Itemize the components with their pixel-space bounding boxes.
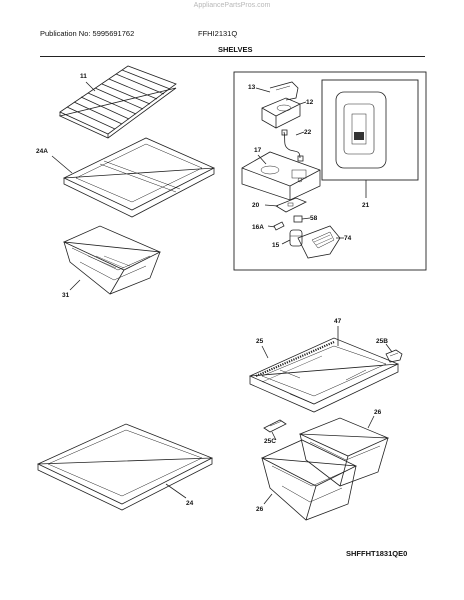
dispenser-base-17[interactable] <box>241 151 321 201</box>
callout-58: 58 <box>310 215 318 222</box>
leader-24a <box>51 155 73 174</box>
shelf-frame-25[interactable] <box>255 340 335 383</box>
callout-20: 20 <box>252 202 260 209</box>
leader-11 <box>85 81 96 92</box>
callout-47: 47 <box>334 318 342 325</box>
diagram-code: SHFFHT1831QE0 <box>346 549 408 558</box>
header-rule <box>40 56 425 57</box>
callout-26-left: 26 <box>256 506 264 513</box>
leader-17 <box>257 154 267 165</box>
leader-12 <box>299 101 307 105</box>
slide-25c[interactable] <box>263 419 287 433</box>
callout-31: 31 <box>62 292 70 299</box>
callout-22: 22 <box>304 129 312 136</box>
leader-58 <box>301 217 311 220</box>
part-58[interactable] <box>293 215 303 223</box>
leader-13 <box>255 87 271 93</box>
leader-25c <box>271 431 277 441</box>
callout-25: 25 <box>256 338 264 345</box>
callout-24a: 24A <box>36 148 48 155</box>
callout-25b: 25B <box>376 338 388 345</box>
glass-shelf-47[interactable] <box>249 337 399 413</box>
callout-74: 74 <box>344 235 352 242</box>
callout-12: 12 <box>306 99 314 106</box>
leader-15 <box>281 239 291 245</box>
callout-26-right: 26 <box>374 409 382 416</box>
wire-harness-22[interactable] <box>281 129 304 162</box>
leader-22 <box>295 131 305 136</box>
vegetable-drawer-26-left[interactable] <box>261 439 357 521</box>
callout-25c: 25C <box>264 438 276 445</box>
leader-16a <box>267 225 276 228</box>
callout-17: 17 <box>254 147 262 154</box>
leader-20 <box>264 204 279 207</box>
callout-11: 11 <box>80 73 87 80</box>
icemaker-group-box <box>233 71 427 271</box>
leader-25 <box>261 345 269 359</box>
leader-24 <box>165 483 187 499</box>
housing-12[interactable] <box>261 97 301 129</box>
dispenser-panel-21[interactable] <box>321 79 419 181</box>
wire-shelf-11[interactable] <box>58 65 177 139</box>
crisper-drawer-31[interactable] <box>63 225 161 295</box>
leader-31 <box>69 279 81 291</box>
callout-21: 21 <box>362 202 370 209</box>
bracket-25b[interactable] <box>385 349 403 363</box>
glass-shelf-24a[interactable] <box>63 137 215 218</box>
leader-25b <box>385 343 393 353</box>
vegetable-drawer-26-right[interactable] <box>298 417 390 487</box>
callout-13: 13 <box>248 84 256 91</box>
watermark: AppliancePartsPros.com <box>193 2 271 9</box>
callout-15: 15 <box>272 242 280 249</box>
clip-16a[interactable] <box>273 221 285 231</box>
model-number: FFHI2131Q <box>198 29 238 38</box>
section-title: SHELVES <box>218 45 253 54</box>
leader-26-left <box>263 493 273 505</box>
callout-24: 24 <box>186 500 194 507</box>
callout-16a: 16A <box>252 224 264 231</box>
switch-plate-20[interactable] <box>275 197 307 213</box>
solenoid-15[interactable] <box>289 229 303 247</box>
publication-number: Publication No: 5995691762 <box>40 29 135 38</box>
bracket-13[interactable] <box>269 81 299 101</box>
leader-26-right <box>367 415 375 429</box>
glass-cover-24[interactable] <box>37 423 213 511</box>
chute-74[interactable] <box>297 225 341 259</box>
